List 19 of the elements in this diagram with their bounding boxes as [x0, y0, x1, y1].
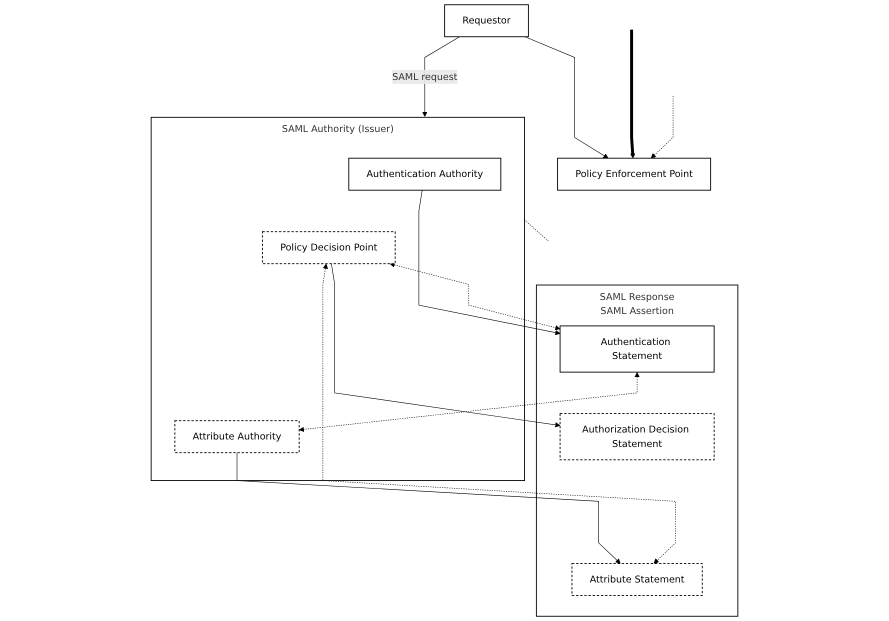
arrow [650, 96, 674, 158]
arrow [630, 30, 636, 158]
node-box: Authentication Authority [348, 158, 502, 191]
connector [524, 220, 549, 242]
arrow [418, 190, 560, 336]
arrow [331, 263, 560, 428]
arrow [390, 262, 560, 330]
edge-label: SAML request [392, 70, 458, 82]
arrow [322, 264, 676, 564]
node-box: Authorization Decision Statement [560, 413, 715, 460]
node-box: Attribute Authority [174, 420, 300, 454]
node-box: Attribute Statement [572, 563, 703, 596]
node-box: Policy Decision Point [262, 231, 396, 264]
node-box: Requestor [444, 4, 529, 38]
arrow [236, 452, 621, 564]
arrow [524, 36, 608, 158]
node-box: Authentication Statement [560, 325, 715, 373]
node-box: Policy Enforcement Point [557, 158, 712, 191]
arrow [298, 372, 640, 432]
